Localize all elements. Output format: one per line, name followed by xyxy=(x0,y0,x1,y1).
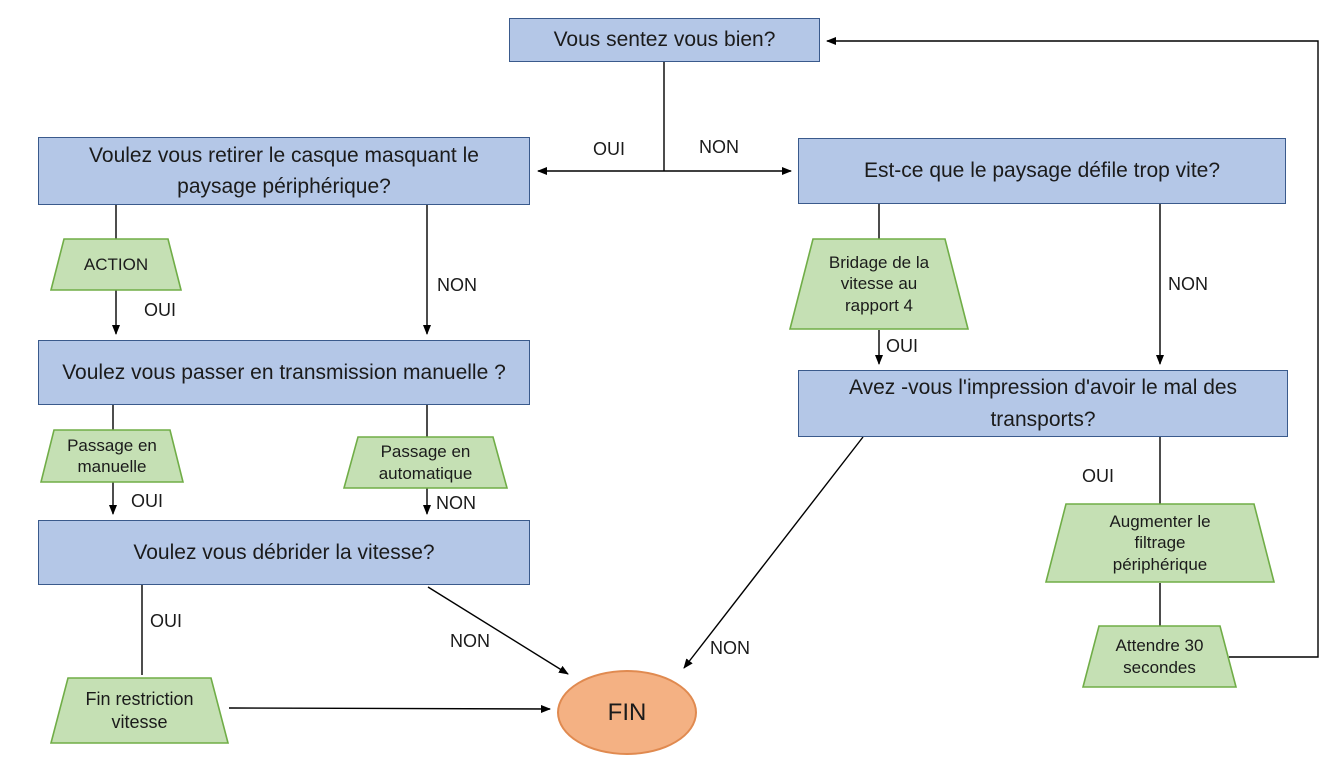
node-end-speed-restriction: Fin restriction vitesse xyxy=(50,677,229,744)
node-label: Fin restriction vitesse xyxy=(85,689,194,732)
edge-label-non: NON xyxy=(437,275,477,295)
edge-label-oui: OUI xyxy=(150,611,183,631)
edge-loop-back xyxy=(826,37,1319,658)
node-unlock-speed: Voulez vous débrider la vitesse? xyxy=(38,520,530,585)
trapezoid-shape xyxy=(40,429,184,483)
edge-label-non: NON xyxy=(699,137,739,157)
node-manual-transmission: Voulez vous passer en transmission manue… xyxy=(38,340,530,405)
node-label: Attendre 30 secondes xyxy=(1115,636,1204,677)
trapezoid-shape xyxy=(789,238,969,330)
edge-label-oui: OUI xyxy=(593,139,626,159)
node-switch-manual: Passage en manuelle xyxy=(40,429,184,483)
node-label: Passage en automatique xyxy=(378,442,473,483)
edge-sickness-non-diagonal xyxy=(683,436,864,669)
trapezoid-shape xyxy=(1082,625,1237,688)
node-fin: FIN xyxy=(557,670,697,755)
node-remove-helmet: Voulez vous retirer le casque masquant l… xyxy=(38,137,530,205)
node-label: Avez -vous l'impression d'avoir le mal d… xyxy=(848,376,1238,431)
node-label: Augmenter le filtrage périphérique xyxy=(1109,512,1211,574)
edge-label-oui: OUI xyxy=(144,300,177,320)
edge-label-non: NON xyxy=(436,493,476,513)
trapezoid-shape xyxy=(50,238,182,291)
edge-label-non: NON xyxy=(450,631,490,651)
trapezoid-shape xyxy=(50,677,229,744)
edge-label-oui: OUI xyxy=(1082,466,1115,486)
node-motion-sickness: Avez -vous l'impression d'avoir le mal d… xyxy=(798,370,1288,437)
node-speed-cap: Bridage de la vitesse au rapport 4 xyxy=(789,238,969,330)
node-label: Voulez vous débrider la vitesse? xyxy=(133,540,435,564)
node-label: Est-ce que le paysage défile trop vite? xyxy=(863,159,1221,183)
node-label: Voulez vous retirer le casque masquant l… xyxy=(89,143,479,199)
node-switch-automatic: Passage en automatique xyxy=(343,436,508,489)
node-landscape-fast: Est-ce que le paysage défile trop vite? xyxy=(798,138,1286,204)
edge-finrestriction-to-fin xyxy=(228,704,551,713)
edge-label-non: NON xyxy=(1168,274,1208,294)
node-wait-30s: Attendre 30 secondes xyxy=(1082,625,1237,688)
edge-label-oui: OUI xyxy=(131,491,164,511)
edge-unlock-non-diagonal xyxy=(427,586,569,675)
node-action: ACTION xyxy=(50,238,182,291)
edge-label-oui: OUI xyxy=(886,336,919,356)
trapezoid-shape xyxy=(1045,503,1275,583)
node-label: FIN xyxy=(607,698,647,726)
node-label: Vous sentez vous bien? xyxy=(553,28,776,52)
node-label: ACTION xyxy=(83,254,149,274)
node-label: Bridage de la vitesse au rapport 4 xyxy=(828,253,930,315)
edge-label-non: NON xyxy=(710,638,750,658)
node-feel-well: Vous sentez vous bien? xyxy=(509,18,820,62)
trapezoid-shape xyxy=(343,436,508,489)
node-label: Voulez vous passer en transmission manue… xyxy=(62,360,506,384)
node-label: Passage en manuelle xyxy=(67,435,157,476)
node-increase-filtering: Augmenter le filtrage périphérique xyxy=(1045,503,1275,583)
